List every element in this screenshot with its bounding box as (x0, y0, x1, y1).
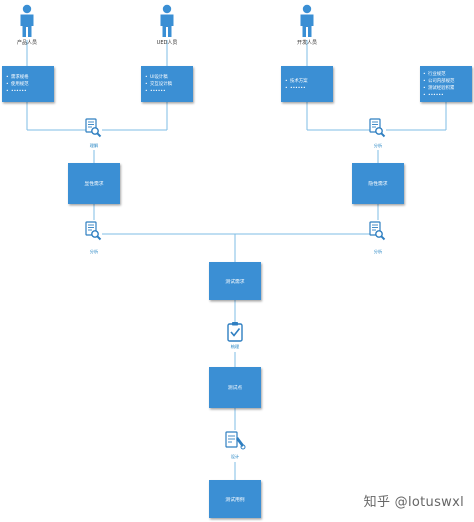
icon-label: 分析 (374, 142, 382, 149)
icon-label: 梳理 (231, 343, 240, 350)
icon-label: 分析 (90, 248, 98, 255)
bullet: • (285, 79, 288, 84)
bullet: • (423, 72, 426, 77)
actor-label-developer: 开发人员 (297, 39, 317, 46)
source-box-product: • 需求规格 • 使用规范 • •••••• (2, 66, 54, 102)
source-item: •••••• (11, 89, 27, 94)
actor-ued: UED人员 (157, 4, 178, 46)
connector-lines (26, 40, 447, 480)
test-requirements-box: 测试需求 (209, 262, 261, 300)
document-search-icon (369, 221, 386, 241)
person-icon (160, 4, 174, 38)
analysis-node-right-mid: 分析 (369, 221, 386, 255)
actor-product: 产品人员 (17, 4, 37, 46)
icon-label: 分析 (374, 248, 382, 255)
source-item: 行业规范 (428, 70, 446, 77)
source-item: 技术方案 (290, 77, 308, 84)
person-icon (300, 4, 314, 38)
bullet: • (423, 93, 426, 98)
analysis-node-left-mid: 分析 (85, 221, 102, 255)
explicit-requirements-box: 显性需求 (68, 163, 120, 204)
box-title: 测试用例 (225, 496, 244, 503)
actor-developer: 开发人员 (297, 4, 317, 46)
box-title: 测试点 (228, 384, 243, 391)
box-title: 测试需求 (225, 278, 244, 285)
bullet: • (145, 89, 148, 94)
source-box-ued: • UI设计稿 • 交互设计稿 • •••••• (141, 66, 193, 102)
source-item: 交互设计稿 (150, 80, 173, 87)
source-item: •••••• (290, 86, 306, 91)
bullet: • (423, 79, 426, 84)
box-title: 显性需求 (84, 180, 103, 187)
bullet: • (6, 75, 9, 80)
source-item: •••••• (428, 93, 444, 98)
icon-label: 理解 (90, 142, 98, 149)
actor-label-product: 产品人员 (17, 39, 37, 46)
document-search-icon (85, 118, 102, 138)
source-item: 测试经验积累 (428, 84, 455, 91)
source-item: 需求规格 (11, 73, 29, 80)
analysis-node-right-top: 分析 (369, 118, 386, 149)
clipboard-check-icon (227, 322, 243, 342)
bullet: • (145, 75, 148, 80)
source-box-standards: • 行业规范 • 公司内部规范 • 测试经验积累 • •••••• (420, 66, 472, 102)
sort-out-node: 梳理 (227, 322, 243, 350)
source-item: UI设计稿 (150, 73, 168, 80)
bullet: • (6, 89, 9, 94)
source-item: 使用规范 (11, 80, 29, 87)
test-cases-box: 测试用例 (209, 480, 261, 518)
box-title: 隐性需求 (368, 180, 387, 187)
person-icon (20, 4, 34, 38)
bullet: • (423, 86, 426, 91)
document-search-icon (369, 118, 386, 138)
implicit-requirements-box: 隐性需求 (352, 163, 404, 204)
actor-label-ued: UED人员 (157, 40, 178, 46)
document-search-icon (85, 221, 102, 241)
source-item: 公司内部规范 (428, 77, 455, 84)
test-points-box: 测试点 (209, 367, 261, 408)
bullet: • (6, 82, 9, 87)
bullet: • (285, 86, 288, 91)
icon-label: 设计 (231, 453, 239, 460)
watermark: 知乎 @lotuswxl (363, 495, 464, 510)
design-node: 设计 (225, 431, 246, 460)
source-box-developer: • 技术方案 • •••••• (281, 66, 333, 102)
bullet: • (145, 82, 148, 87)
document-design-icon (225, 431, 246, 450)
source-item: •••••• (150, 89, 166, 94)
analysis-node-left-top: 理解 (85, 118, 102, 149)
